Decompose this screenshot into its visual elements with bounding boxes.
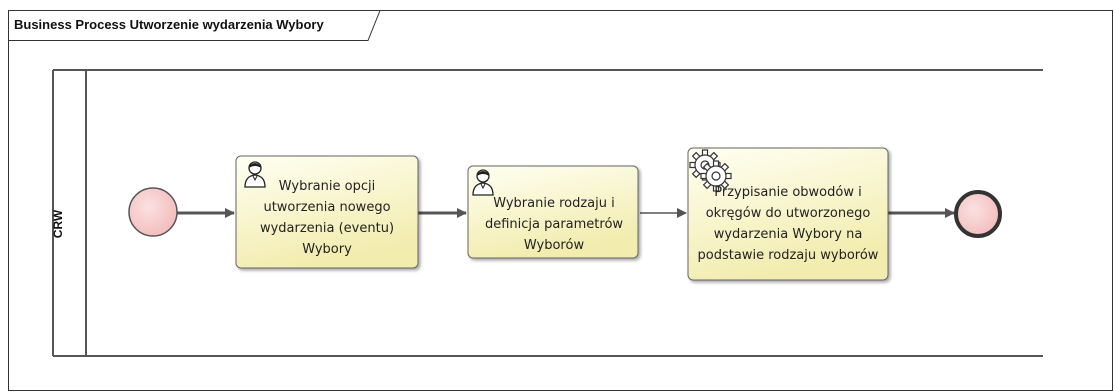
diagram-title: Business Process Utworzenie wydarzenia W… [14,17,324,32]
process-frame [8,10,1113,391]
gear-icon [689,149,732,192]
user-icon [472,169,494,196]
task-1[interactable] [235,155,419,269]
task-3-label: Przypisanie obwodów i okręgów do utworzo… [697,185,879,263]
end-event[interactable] [954,190,1002,238]
pool-crw[interactable] [52,69,1043,357]
start-event[interactable] [128,187,178,237]
task-1-label: Wybranie opcji utworzenia nowego wydarze… [259,179,395,257]
task-2[interactable] [467,165,639,259]
user-icon [244,161,266,188]
task-2-label: Wybranie rodzaju i definicja parametrów … [484,195,624,253]
lane-label: CRW [51,209,65,239]
task-3[interactable] [687,147,889,281]
